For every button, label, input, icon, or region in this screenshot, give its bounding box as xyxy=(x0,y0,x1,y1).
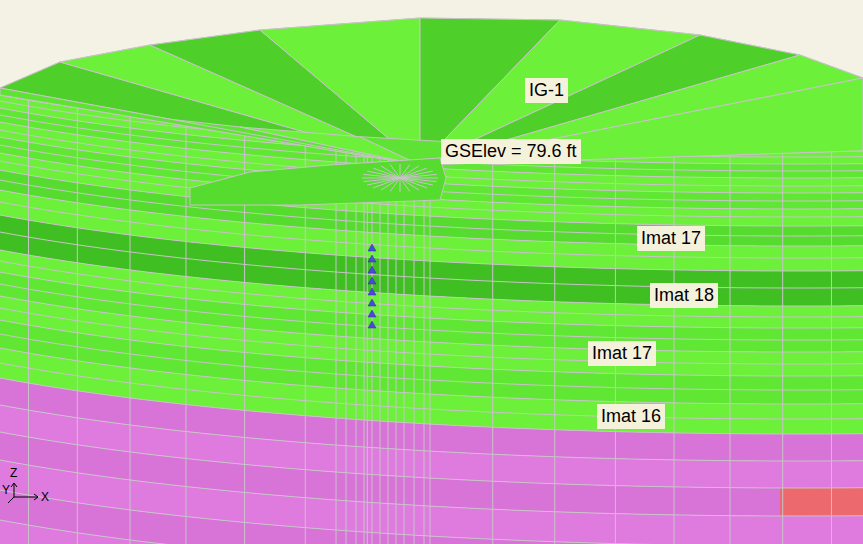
mesh-line xyxy=(0,334,863,390)
mesh-line xyxy=(0,378,863,434)
mesh-line xyxy=(0,348,863,404)
mesh-line xyxy=(831,151,832,544)
marker-symbol xyxy=(368,266,376,273)
mesh-lines xyxy=(0,95,863,544)
mesh-line xyxy=(130,115,131,544)
marker-symbol xyxy=(368,310,376,317)
mesh-line xyxy=(554,147,555,544)
axis-label: X xyxy=(41,491,49,504)
mesh-triangle xyxy=(420,55,863,165)
mesh-line xyxy=(0,272,863,328)
material-label: Imat 18 xyxy=(650,283,718,308)
mesh-line xyxy=(782,151,783,544)
axis-line xyxy=(14,483,15,497)
layer-band xyxy=(0,520,863,544)
mesh-line xyxy=(185,121,186,544)
mesh-line xyxy=(0,520,863,544)
mesh-line xyxy=(0,232,863,288)
soil-layers xyxy=(0,95,863,544)
mesh-line xyxy=(0,250,863,306)
mesh-line xyxy=(0,308,863,364)
mesh-line xyxy=(363,178,400,182)
mesh-line xyxy=(367,178,400,185)
axis-triad xyxy=(8,483,38,503)
elevation-label: GSElev = 79.6 ft xyxy=(441,139,581,164)
node-markers xyxy=(368,244,376,328)
mesh-line xyxy=(400,164,401,178)
marker-symbol xyxy=(368,255,376,262)
mesh-line xyxy=(0,490,863,544)
mesh-line xyxy=(0,405,863,461)
mesh-line xyxy=(400,171,433,178)
inner-tier xyxy=(190,158,446,205)
mesh-line xyxy=(400,174,437,178)
mesh-line xyxy=(0,296,863,352)
mesh-line xyxy=(400,178,410,192)
material-label: Imat 17 xyxy=(637,226,705,251)
mesh-line xyxy=(381,166,400,178)
axis-arrow xyxy=(34,494,38,500)
axis-label: Y xyxy=(2,484,10,497)
marker-symbol xyxy=(368,277,376,284)
mesh-id-label: IG-1 xyxy=(525,78,568,103)
marker-symbol xyxy=(368,321,376,328)
mesh-line xyxy=(0,284,863,340)
mesh-line xyxy=(77,108,78,544)
material-label: Imat 17 xyxy=(588,341,656,366)
axis-line xyxy=(8,497,14,503)
mesh-line xyxy=(0,363,863,419)
mesh-line xyxy=(0,215,863,271)
marker-symbol xyxy=(368,244,376,251)
ground-surface xyxy=(0,18,863,205)
mesh-line xyxy=(390,164,400,178)
mesh-line xyxy=(400,178,419,190)
mesh-line xyxy=(28,100,29,544)
mesh-line xyxy=(0,261,863,317)
mesh-line xyxy=(424,141,425,544)
mesh-triangle xyxy=(0,88,420,165)
mesh-line xyxy=(674,150,675,544)
axis-arrow xyxy=(11,483,17,487)
mesh-line xyxy=(492,144,493,544)
mesh-line xyxy=(400,178,401,192)
layer-band xyxy=(0,490,863,544)
marker-symbol xyxy=(368,288,376,295)
axis-label: Z xyxy=(10,467,17,480)
mesh-line xyxy=(0,460,863,516)
mesh-line xyxy=(0,202,863,258)
mesh-line xyxy=(730,151,731,544)
mesh-line xyxy=(430,141,431,544)
element-cell xyxy=(780,488,863,516)
axis-line xyxy=(14,497,38,498)
marker-symbol xyxy=(368,299,376,306)
material-label: Imat 16 xyxy=(597,404,665,429)
mesh-triangle xyxy=(420,78,863,165)
